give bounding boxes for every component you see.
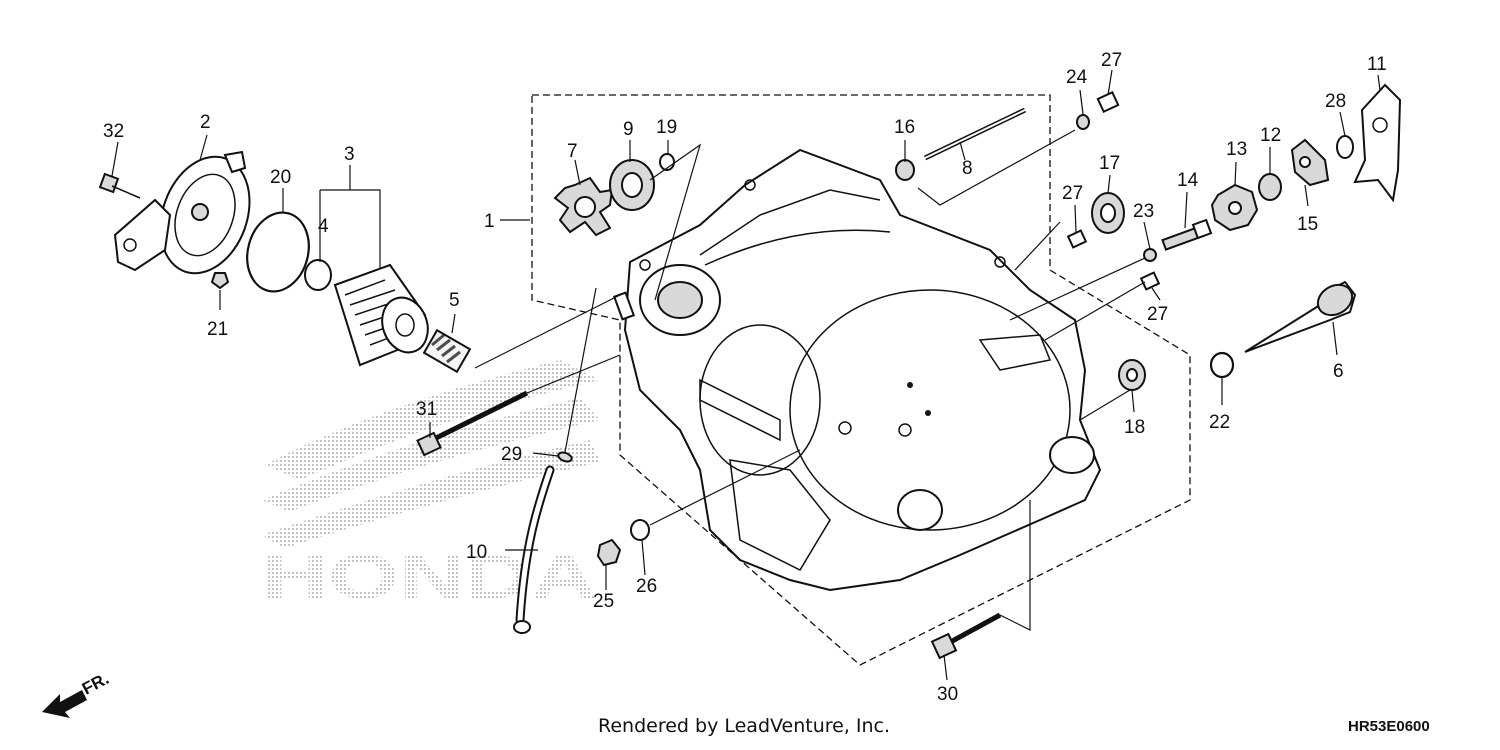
callout-labels: 1 2 3 4 5 6 7 8 9 10 11 12 13 14 15 16 1… — [103, 50, 1387, 705]
callout-27-lower: 27 — [1147, 304, 1168, 325]
pump-cover-15 — [1290, 138, 1330, 187]
washer-23 — [1143, 248, 1157, 262]
callout-13: 13 — [1226, 139, 1247, 160]
oil-jet — [612, 291, 636, 321]
bracket-11 — [1353, 83, 1402, 203]
callout-18: 18 — [1124, 417, 1145, 438]
callout-16: 16 — [894, 117, 915, 138]
callout-14: 14 — [1177, 170, 1199, 191]
bearing-17 — [1091, 192, 1125, 234]
bolt-14 — [1161, 218, 1213, 251]
callout-11: 11 — [1367, 54, 1387, 75]
callout-23: 23 — [1133, 201, 1154, 222]
callout-3: 3 — [344, 144, 355, 165]
bolt-31 — [416, 390, 529, 457]
impeller-7 — [553, 176, 614, 237]
gear-9 — [609, 159, 655, 211]
dowel-27-lower — [1139, 271, 1161, 291]
callout-30: 30 — [937, 684, 958, 705]
washer-4 — [304, 259, 332, 291]
callout-10: 10 — [466, 542, 487, 563]
o-ring-20 — [246, 211, 310, 293]
callout-27-mid: 27 — [1062, 183, 1083, 204]
callout-9: 9 — [623, 119, 634, 140]
dipstick-6 — [1244, 280, 1357, 353]
leader-lines — [111, 69, 1381, 681]
crankcase-cover — [623, 148, 1102, 592]
callout-25: 25 — [593, 591, 614, 612]
rotor-13 — [1210, 183, 1259, 232]
dowel-27-top — [1096, 90, 1120, 114]
nut-21 — [210, 272, 230, 290]
drawing-code: HR53E0600 — [1348, 718, 1430, 735]
front-direction-arrow-icon — [42, 690, 87, 718]
callout-7: 7 — [567, 141, 578, 162]
callout-29: 29 — [501, 444, 522, 465]
callout-19: 19 — [656, 117, 677, 138]
callout-6: 6 — [1333, 361, 1344, 382]
callout-20: 20 — [270, 167, 291, 188]
callout-31: 31 — [416, 399, 437, 420]
callout-28: 28 — [1325, 91, 1346, 112]
spring-5 — [422, 328, 472, 374]
washer-24 — [1076, 114, 1090, 130]
callout-4: 4 — [318, 216, 329, 237]
bolt-30 — [930, 612, 1002, 660]
callout-1: 1 — [484, 211, 495, 232]
oil-seal-18 — [1118, 359, 1146, 391]
honda-wing-watermark — [262, 360, 600, 548]
o-ring-22 — [1209, 351, 1235, 379]
callout-17: 17 — [1099, 153, 1120, 174]
shaft-8 — [923, 107, 1027, 161]
callout-32: 32 — [103, 121, 124, 142]
oil-filter-element — [333, 263, 429, 367]
callout-15: 15 — [1297, 214, 1318, 235]
callout-24: 24 — [1066, 67, 1088, 88]
oil-filter-cover — [113, 150, 251, 275]
credit-text: Rendered by LeadVenture, Inc. — [598, 715, 890, 737]
circlip-28 — [1336, 135, 1354, 159]
assembly-frame — [531, 94, 1191, 666]
callout-27-top: 27 — [1101, 50, 1122, 71]
oil-pipe-10 — [513, 465, 555, 634]
pin-29 — [557, 451, 573, 463]
bolt-32 — [98, 172, 141, 199]
callout-26: 26 — [636, 576, 657, 597]
callout-22: 22 — [1209, 412, 1230, 433]
dowel-27-mid — [1066, 229, 1088, 249]
callout-8: 8 — [962, 158, 973, 179]
nut-25 — [596, 538, 622, 567]
callout-21: 21 — [207, 319, 228, 340]
callout-5: 5 — [449, 290, 460, 311]
callout-12: 12 — [1260, 125, 1281, 146]
collar-12 — [1258, 173, 1282, 201]
washer-16 — [895, 159, 915, 181]
callout-2: 2 — [200, 112, 211, 133]
washer-26 — [630, 519, 650, 541]
honda-wordmark-watermark: HONDA — [262, 543, 597, 612]
